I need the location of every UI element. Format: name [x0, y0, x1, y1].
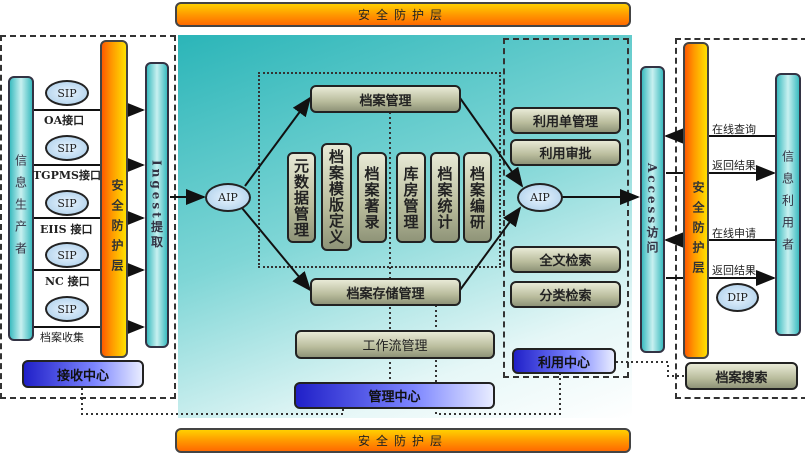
flow-online-query: 在线查询 [712, 123, 756, 136]
interface-label: 档案收集 [40, 331, 84, 344]
access-bar: Access访问 [640, 66, 665, 353]
security-layer-bottom: 安全防护层 [175, 428, 631, 453]
sip-ellipse: SIP [45, 135, 89, 161]
security-layer-top: 安全防护层 [175, 2, 631, 27]
sip-ellipse: SIP [45, 296, 89, 322]
module-template-def[interactable]: 档案模版定义 [321, 143, 352, 251]
sip-ellipse: SIP [45, 80, 89, 106]
management-center-button[interactable]: 管理中心 [294, 382, 495, 409]
usage-form-mgmt[interactable]: 利用单管理 [510, 107, 621, 134]
fulltext-search[interactable]: 全文检索 [510, 246, 621, 273]
sip-ellipse: SIP [45, 242, 89, 268]
usage-approval[interactable]: 利用审批 [510, 139, 621, 166]
storage-management[interactable]: 档案存储管理 [310, 278, 461, 306]
archive-management[interactable]: 档案管理 [310, 85, 461, 113]
archive-search-button[interactable]: 档案搜索 [685, 362, 798, 390]
archive-module-group [258, 72, 501, 268]
module-cataloging[interactable]: 档案著录 [357, 152, 387, 243]
module-compilation[interactable]: 档案编研 [463, 152, 492, 243]
dip-ellipse: DIP [716, 283, 759, 312]
security-layer-left: 安全防护层 [100, 40, 128, 358]
receive-center-button[interactable]: 接收中心 [22, 360, 144, 388]
security-layer-label: 安全防护层 [357, 8, 448, 22]
user-zone [675, 38, 805, 399]
aip-ellipse-left: AIP [205, 183, 251, 212]
security-layer-right: 安全防护层 [683, 42, 709, 359]
aip-ellipse-right: AIP [517, 183, 563, 212]
sip-ellipse: SIP [45, 190, 89, 216]
flow-online-apply: 在线申请 [712, 227, 756, 240]
interface-label: NC 接口 [45, 275, 90, 288]
flow-return-result: 返回结果 [712, 159, 756, 172]
info-user: 信息利用者 [775, 73, 801, 336]
ingest-bar: Ingest提取 [145, 62, 169, 348]
security-layer-label: 安全防护层 [357, 434, 448, 448]
module-warehouse-mgmt[interactable]: 库房管理 [396, 152, 426, 243]
category-search[interactable]: 分类检索 [510, 281, 621, 308]
usage-center-button[interactable]: 利用中心 [512, 348, 616, 374]
module-metadata-mgmt[interactable]: 元数据管理 [287, 152, 316, 243]
info-producer: 信息生产者 [8, 76, 34, 341]
flow-return-result: 返回结果 [712, 264, 756, 277]
interface-label: OA接口 [44, 114, 85, 127]
receive-zone [0, 35, 176, 399]
interface-label: EIIS 接口 [40, 223, 93, 236]
interface-label: TGPMS接口 [33, 169, 101, 182]
workflow-management[interactable]: 工作流管理 [295, 330, 495, 359]
module-statistics[interactable]: 档案统计 [430, 152, 460, 243]
